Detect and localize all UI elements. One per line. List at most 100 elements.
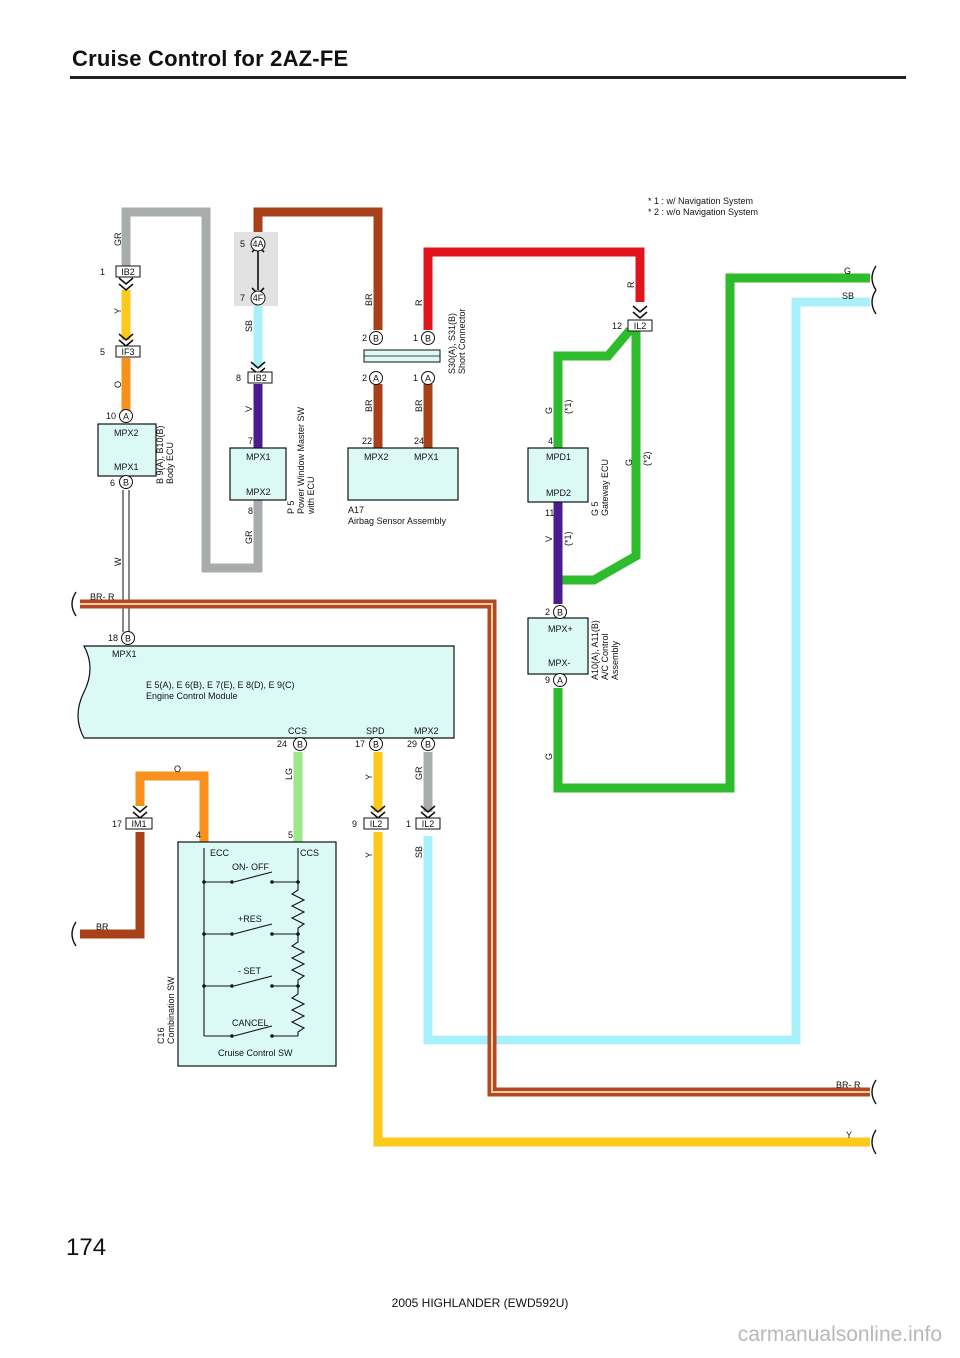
pin-4-combo: 4 — [196, 830, 201, 840]
wire-color-labels-h: O BR- R BR G SB BR- R Y — [90, 266, 861, 1140]
conn-ib2-top — [115, 265, 141, 278]
lbl-y-3: Y — [364, 852, 374, 858]
lbl-lg: LG — [284, 768, 294, 780]
svg-text:Body ECU: Body ECU — [165, 442, 175, 484]
chevron-il2-r — [632, 305, 648, 320]
lbl-v-2: V — [544, 536, 554, 542]
pin-7-4f: 7 — [240, 293, 245, 303]
wire-color-labels: GR Y O W SB V GR BR R BR BR R G (*1) G (… — [113, 232, 652, 858]
conn-b-ac: B — [557, 608, 563, 618]
lbl-br-r-right: BR- R — [836, 1080, 861, 1090]
pin-17-ecm: 17 — [355, 739, 365, 749]
conn-a-short2: A — [425, 374, 431, 384]
switch-ladder — [203, 848, 306, 1037]
lbl-gr-1: GR — [113, 232, 123, 246]
pin-1-short-a: 1 — [413, 373, 418, 383]
wire-r — [423, 247, 645, 330]
svg-text:A10(A), A11(B): A10(A), A11(B) — [590, 620, 600, 680]
pin-5-if3: 5 — [100, 347, 105, 357]
pin-8-ib2: 8 — [236, 373, 241, 383]
airbag-name: Airbag Sensor Assembly — [348, 516, 447, 526]
ecm-pin-mpx2: MPX2 — [414, 726, 439, 736]
short-connector-label: S30(A), S31(B) Short Connector — [447, 308, 467, 374]
svg-text:Gateway ECU: Gateway ECU — [600, 459, 610, 516]
lbl-g-2: G — [624, 459, 634, 466]
conn-b-short2: B — [425, 334, 431, 344]
svg-text:B 9(A), B10(B): B 9(A), B10(B) — [155, 425, 165, 484]
lbl-star1-v: (*1) — [563, 531, 573, 546]
wire-sb-main — [423, 297, 870, 1045]
lbl-star2-g: (*2) — [642, 451, 652, 466]
conn-if3-label: IF3 — [121, 347, 134, 357]
wire-br-im1 — [80, 832, 145, 939]
body-pin-bottom: MPX1 — [114, 462, 139, 472]
conn-a-ac: A — [557, 676, 563, 686]
svg-text:G 5: G 5 — [590, 501, 600, 516]
conn-il2-gr-label: IL2 — [422, 819, 435, 829]
ac-pin-top: MPX+ — [548, 624, 573, 634]
conn-b-ecm18: B — [125, 634, 131, 644]
airbag-id: A17 — [348, 505, 364, 515]
lbl-y-right: Y — [846, 1130, 852, 1140]
conn-im1 — [125, 817, 153, 830]
lbl-br-1: BR — [364, 293, 374, 306]
lbl-r-2: R — [626, 281, 636, 288]
pw-pin-top: MPX1 — [246, 452, 271, 462]
conn-b-ecm29: B — [425, 740, 431, 750]
lbl-gr-pw: GR — [244, 530, 254, 544]
lbl-br-left: BR — [96, 922, 109, 932]
note-2: * 2 : w/o Navigation System — [648, 207, 758, 217]
pin-7-pw: 7 — [248, 436, 253, 446]
conn-if3 — [115, 345, 141, 358]
lbl-sb-right: SB — [842, 291, 854, 301]
pin-6-body: 6 — [110, 478, 115, 488]
pin-9-il2: 9 — [352, 819, 357, 829]
combo-ecc: ECC — [210, 848, 230, 858]
chevron-im1 — [132, 805, 148, 820]
circle-connectors: 4A 4F A B B B A A B A B B B B — [119, 236, 567, 751]
pin-17-im1: 17 — [112, 819, 122, 829]
svg-text:P 5: P 5 — [286, 501, 296, 514]
pin-1-short-b: 1 — [413, 333, 418, 343]
conn-4f-label: 4F — [253, 293, 264, 303]
break-mark-brr-right — [871, 1079, 877, 1105]
lbl-sb-2: SB — [414, 846, 424, 858]
ecm-name: Engine Control Module — [146, 691, 238, 701]
wire-gr-top — [121, 207, 263, 573]
wire-o-ecc — [135, 771, 209, 844]
svg-text:A/C Control: A/C Control — [600, 633, 610, 680]
ac-pin-bottom: MPX- — [548, 658, 571, 668]
wire-y-main — [373, 832, 870, 1147]
lbl-o-2: O — [174, 764, 181, 774]
pin-22-airbag: 22 — [362, 436, 372, 446]
footer-text: 2005 HIGHLANDER (EWD592U) — [391, 1296, 569, 1310]
pin-18-ecm: 18 — [108, 633, 118, 643]
lbl-br-r-left: BR- R — [90, 592, 115, 602]
switch-contacts — [202, 880, 300, 1038]
body-pin-top: MPX2 — [114, 428, 139, 438]
pin-2-ac: 2 — [545, 607, 550, 617]
page-title: Cruise Control for 2AZ-FE — [72, 46, 349, 71]
combo-ccs: CCS — [300, 848, 319, 858]
conn-b-body: B — [123, 478, 129, 488]
airbag-pin-right: MPX1 — [414, 452, 439, 462]
lbl-r-1: R — [414, 299, 424, 306]
lbl-g-3: G — [544, 753, 554, 760]
pin-4-gateway: 4 — [548, 436, 553, 446]
lbl-gr-2: GR — [414, 766, 424, 780]
power-window-label: P 5 Power Window Master SW with ECU — [286, 406, 316, 515]
svg-text:Power Window Master SW: Power Window Master SW — [296, 406, 306, 514]
gateway-pin-top: MPD1 — [546, 452, 571, 462]
lbl-star1-g: (*1) — [563, 399, 573, 414]
pin-11-gateway: 11 — [545, 508, 554, 518]
lbl-sb-pw: SB — [244, 320, 254, 332]
svg-text:Assembly: Assembly — [610, 640, 620, 680]
ecm-pin-spd: SPD — [366, 726, 385, 736]
break-mark-g — [871, 265, 877, 291]
svg-text:Short Connector: Short Connector — [457, 308, 467, 374]
break-mark-br-left — [71, 921, 77, 947]
lbl-br-2: BR — [364, 399, 374, 412]
conn-4a-label: 4A — [252, 239, 263, 249]
